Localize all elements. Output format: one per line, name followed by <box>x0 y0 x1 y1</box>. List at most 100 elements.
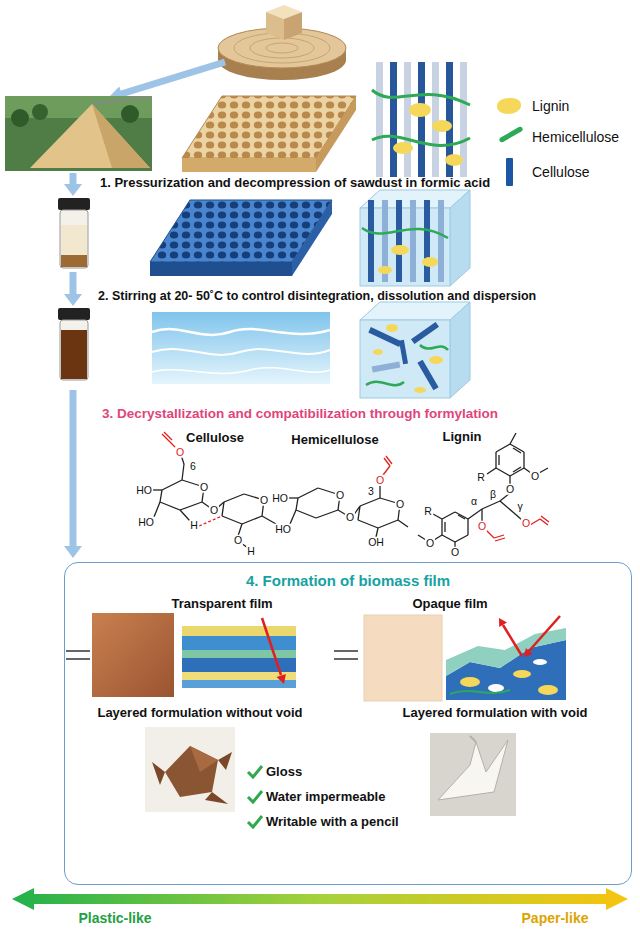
position-number: 6 <box>189 461 197 472</box>
fiber-structure-part <box>372 90 470 105</box>
process-arrow-part <box>64 294 82 306</box>
atom-label: O <box>335 490 345 501</box>
bond-line <box>458 515 465 519</box>
atom-label: HO <box>135 485 153 496</box>
bond-line <box>358 506 360 520</box>
fiber-structure-part <box>445 154 463 166</box>
film-label: Transparent film <box>171 597 272 612</box>
bond-line <box>442 535 455 542</box>
atom-label: R <box>423 506 433 517</box>
void-structure-part <box>533 659 547 665</box>
origami-turtle-photo-part <box>165 746 218 797</box>
transparent-film-photo <box>92 613 174 697</box>
legend-swatch <box>497 98 521 114</box>
bond-line <box>482 501 500 509</box>
opaque-film-photo <box>364 615 442 701</box>
bond-line <box>152 489 162 490</box>
bond-line <box>180 502 202 510</box>
bond-line <box>160 490 162 502</box>
formyl-bond <box>383 466 390 475</box>
check-mark-part <box>248 791 262 802</box>
dispersed-fiber-cube-part <box>372 362 401 373</box>
dispersed-fiber-cube-part <box>411 322 439 344</box>
origami-turtle-photo-part <box>152 762 165 785</box>
bond-line <box>433 514 442 519</box>
bond-line <box>498 455 499 465</box>
fiber-cube-part <box>362 228 448 238</box>
stage-title: 4. Formation of biomass film <box>65 563 631 589</box>
formyl-bond <box>494 535 504 538</box>
atom-label: O <box>395 499 405 510</box>
atom-label: O <box>175 447 185 458</box>
bond-line <box>434 535 442 540</box>
vial-part <box>60 320 88 380</box>
void-structure-part <box>538 685 558 695</box>
origami-crane-photo <box>430 733 516 816</box>
bond-line <box>288 497 298 498</box>
void-structure-part <box>446 628 566 676</box>
atom-label: O <box>505 484 515 495</box>
bond-line <box>316 510 338 518</box>
legend-text: Cellulose <box>532 164 590 180</box>
process-arrow-part <box>64 546 82 558</box>
origami-crane-photo-part <box>438 740 508 800</box>
break-mark-part <box>66 658 90 660</box>
vial-part <box>58 308 90 320</box>
fiber-structure-part <box>418 62 425 177</box>
wood-disc-part <box>250 38 314 58</box>
structure-label: Layered formulation without void <box>97 706 302 721</box>
formyl-bond <box>495 538 505 541</box>
atom-label: O <box>259 495 269 506</box>
formyl-bond <box>164 432 172 440</box>
fiber-cube-part <box>391 245 409 255</box>
fiber-structure <box>372 62 470 177</box>
porous-wood-block-part <box>316 96 356 172</box>
bond-line <box>467 519 468 535</box>
process-arrow-part <box>70 272 77 295</box>
bond-line <box>510 444 524 452</box>
atom-label: HO <box>137 517 155 528</box>
vial-part <box>60 210 88 268</box>
water-photo-part <box>152 329 330 335</box>
water-photo-part <box>152 368 330 374</box>
atom-label: O <box>425 538 435 549</box>
bond-line <box>376 528 378 537</box>
opaque-film-photo-part <box>364 615 442 701</box>
bond-line <box>487 468 496 474</box>
greek-label: γ <box>516 501 523 512</box>
sawdust-photo-part <box>32 104 48 120</box>
break-mark-part <box>334 650 358 652</box>
bond-line <box>481 509 482 521</box>
fiber-structure-part <box>390 62 397 177</box>
legend-swatch <box>498 126 523 143</box>
compound-name: Cellulose <box>186 431 244 446</box>
vial-part <box>61 330 87 379</box>
porous-block-blue-part <box>292 200 332 276</box>
fiber-cube-part <box>450 190 470 286</box>
layered-structure-part <box>262 618 281 675</box>
wood-disc-part <box>266 43 298 53</box>
fiber-cube-part <box>438 200 444 282</box>
compound-name: Lignin <box>443 430 482 445</box>
vial-part <box>61 225 87 267</box>
water-photo-part <box>152 349 330 355</box>
formyl-bond <box>541 516 549 522</box>
atom-label: O <box>375 475 385 486</box>
transparent-film-photo-part <box>92 613 174 697</box>
dispersed-fiber-cube-part <box>373 349 383 355</box>
film-label: Opaque film <box>412 597 487 612</box>
void-structure-part <box>446 640 566 700</box>
bond-line <box>455 512 468 519</box>
dispersed-fiber-cube-part <box>360 320 450 398</box>
property-label: Writable with a pencil <box>266 815 399 830</box>
bond-line <box>290 510 296 524</box>
bond-line <box>442 512 455 519</box>
bond-line <box>298 488 318 498</box>
layered-structure-part <box>182 680 296 688</box>
wood-disc-part <box>266 12 284 40</box>
dispersed-fiber-cube-part <box>366 382 404 386</box>
atom-label: O <box>233 535 243 546</box>
bond-line <box>455 535 468 542</box>
origami-turtle-photo-part <box>205 792 228 804</box>
sawdust-photo-part <box>30 104 150 168</box>
